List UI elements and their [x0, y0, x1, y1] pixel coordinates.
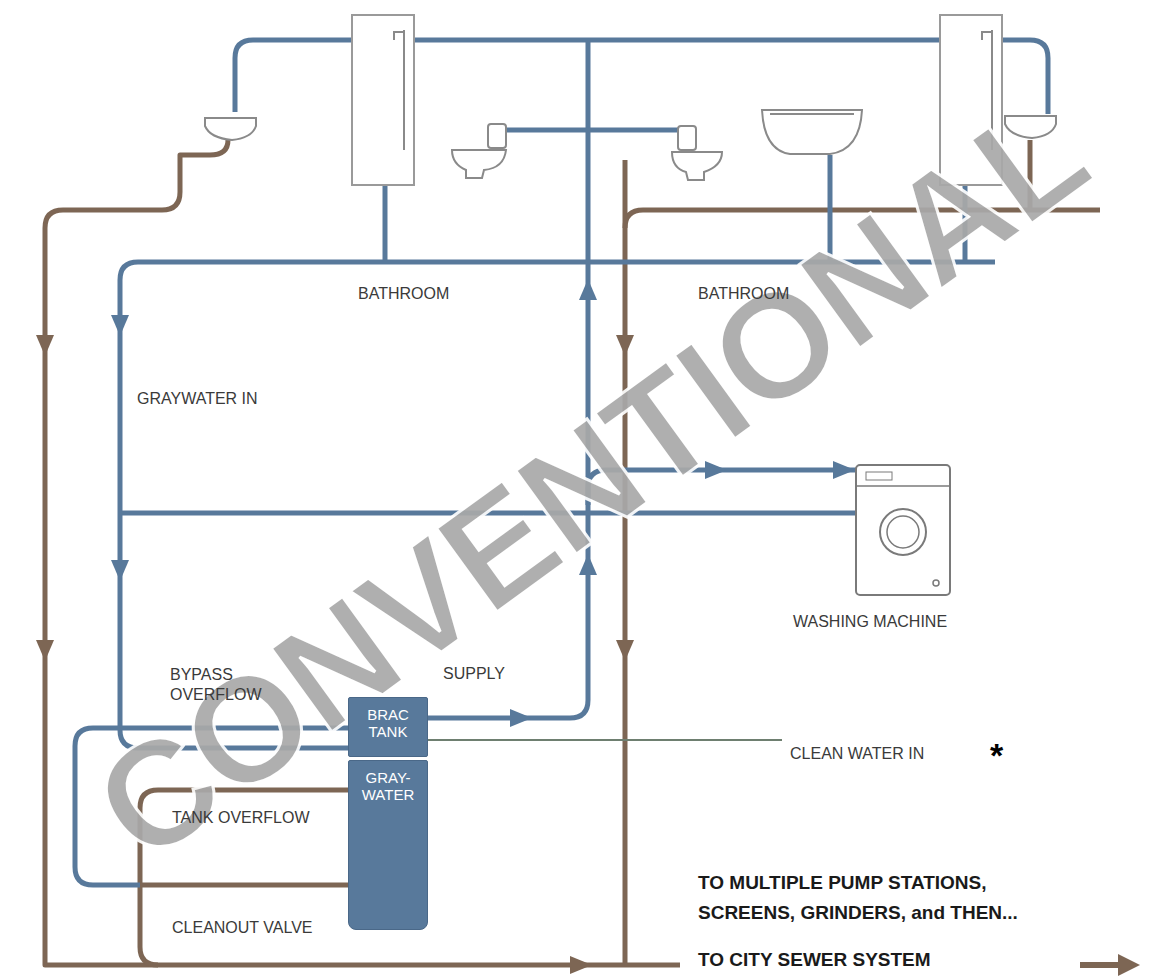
flow-arrow	[1080, 962, 1120, 968]
sewer-pipe	[623, 160, 628, 228]
graywater-pipe	[383, 185, 388, 262]
flow-arrow	[36, 335, 54, 356]
flow-arrow	[833, 461, 855, 479]
toilet-tank	[678, 126, 696, 150]
flow-arrow	[36, 640, 54, 661]
pipe-label: SUPPLY	[443, 664, 505, 684]
machine-body	[856, 465, 950, 595]
toilet-tank	[488, 124, 506, 148]
machine-door	[887, 516, 919, 548]
supply-pipe	[235, 40, 352, 112]
pipe-label: TANK OVERFLOW	[172, 808, 322, 828]
note-text: TO MULTIPLE PUMP STATIONS, SCREENS, GRIN…	[698, 868, 1088, 928]
machine-knob	[933, 580, 939, 586]
footnote-mark: *	[990, 738, 1003, 772]
note-text: TO CITY SEWER SYSTEM	[698, 950, 931, 970]
flow-arrow	[510, 709, 532, 727]
flow-arrow	[616, 640, 634, 661]
tank-label: GRAY- WATER	[353, 769, 423, 803]
left-shower	[352, 15, 414, 185]
machine-panel	[856, 485, 950, 487]
shower-stall	[352, 15, 414, 185]
shower-head	[394, 32, 404, 40]
machine-door	[880, 509, 926, 555]
flow-arrow	[570, 956, 592, 974]
toilets	[452, 124, 722, 180]
supply-pipe	[415, 38, 940, 43]
pipe-label: CLEANOUT VALVE	[172, 918, 313, 938]
room-label: BATHROOM	[698, 284, 789, 304]
flow-arrow	[616, 335, 634, 356]
appliance-label: WASHING MACHINE	[793, 612, 947, 632]
flow-arrow	[111, 560, 129, 581]
cleanout-pipe	[140, 883, 348, 888]
shower-head	[982, 32, 992, 40]
pipe-label: BYPASS OVERFLOW	[170, 665, 320, 705]
flow-arrow	[579, 279, 597, 300]
tank-box: GRAY- WATER	[348, 760, 428, 930]
tank-label: BRAC TANK	[353, 706, 423, 740]
toilet-bowl	[452, 150, 506, 178]
flow-arrow	[1118, 954, 1140, 976]
pipe-label: GRAYWATER IN	[137, 389, 258, 409]
supply-pipe	[505, 128, 682, 133]
sink	[205, 118, 256, 140]
shower-riser	[403, 30, 405, 150]
washing-machine	[856, 465, 950, 595]
toilet-bowl	[672, 152, 722, 180]
tank-box: BRAC TANK	[348, 697, 428, 757]
flow-arrow	[111, 315, 129, 336]
machine-display	[866, 472, 892, 480]
sinks	[205, 116, 1056, 140]
clean-water-pipe	[428, 739, 782, 741]
room-label: BATHROOM	[358, 284, 449, 304]
bathtub	[762, 110, 862, 154]
pipe-label: CLEAN WATER IN	[790, 744, 924, 764]
